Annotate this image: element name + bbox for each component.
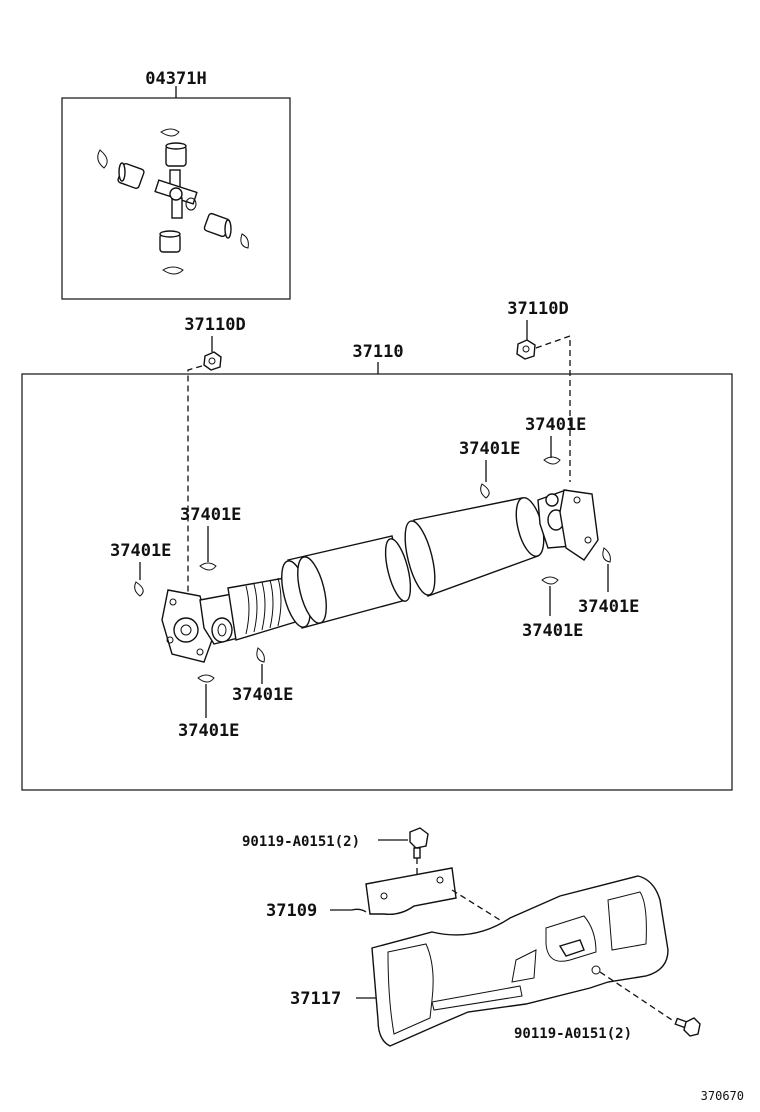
snap-ring-top-right-2	[543, 456, 561, 465]
label-snap-ring-left-lower-2: 37401E	[178, 721, 239, 741]
kit-snap-ring-bottom	[162, 266, 184, 275]
document-id: 370670	[701, 1089, 744, 1103]
kit-bearing-cup-left	[117, 162, 145, 190]
kit-snap-ring-right	[240, 233, 249, 249]
label-snap-ring-left-lower-1: 37401E	[232, 685, 293, 705]
snap-ring-left-outer	[134, 581, 144, 597]
bracket	[365, 867, 457, 916]
snap-ring-right-lower-2	[541, 576, 559, 585]
front-flange-yoke	[161, 589, 213, 663]
kit-bearing-cup-right	[203, 212, 232, 239]
kit-bearing-cup-bottom	[159, 230, 181, 253]
label-snap-ring-right-lower-1: 37401E	[578, 597, 639, 617]
label-bolt-upper: 90119-A0151(2)	[242, 834, 360, 850]
label-snap-ring-top-right-1: 37401E	[459, 439, 520, 459]
flange-nut-left: 37110D	[184, 315, 246, 592]
heat-insulator	[371, 875, 669, 1047]
snap-ring-left-lower-1	[256, 647, 265, 663]
bolt-upper	[409, 827, 429, 876]
label-bracket: 37109	[266, 901, 317, 921]
rear-shaft-tube	[404, 497, 545, 597]
label-snap-ring-top-right-2: 37401E	[525, 415, 586, 435]
label-snap-ring-right-lower-2: 37401E	[522, 621, 583, 641]
bolt-lower	[674, 1017, 701, 1037]
snap-ring-left-upper	[199, 562, 217, 571]
label-flange-nut-right: 37110D	[507, 299, 568, 319]
label-bolt-lower: 90119-A0151(2)	[514, 1026, 632, 1042]
snap-ring-top-right-1	[480, 483, 490, 499]
snap-ring-right-lower-1	[602, 547, 611, 563]
kit-snap-ring-top	[160, 128, 180, 137]
snap-ring-left-lower-2	[197, 674, 215, 683]
label-snap-ring-left-upper: 37401E	[180, 505, 241, 525]
universal-joint-kit-box: 04371H	[61, 69, 291, 300]
propeller-shaft-assembly-box: 37110	[21, 342, 733, 791]
kit-snap-ring-left	[97, 149, 108, 169]
label-kit: 04371H	[145, 69, 206, 89]
kit-spider-cross	[154, 169, 198, 219]
flange-nut-right: 37110D	[507, 299, 571, 482]
label-snap-ring-left-outer: 37401E	[110, 541, 171, 561]
rear-flange-yoke	[545, 489, 599, 561]
label-heat-insulator: 37117	[290, 989, 341, 1009]
label-shaft-assy: 37110	[352, 342, 403, 362]
kit-bearing-cup-top	[165, 142, 187, 167]
label-flange-nut-left: 37110D	[184, 315, 245, 335]
front-shaft-tube	[281, 535, 412, 629]
